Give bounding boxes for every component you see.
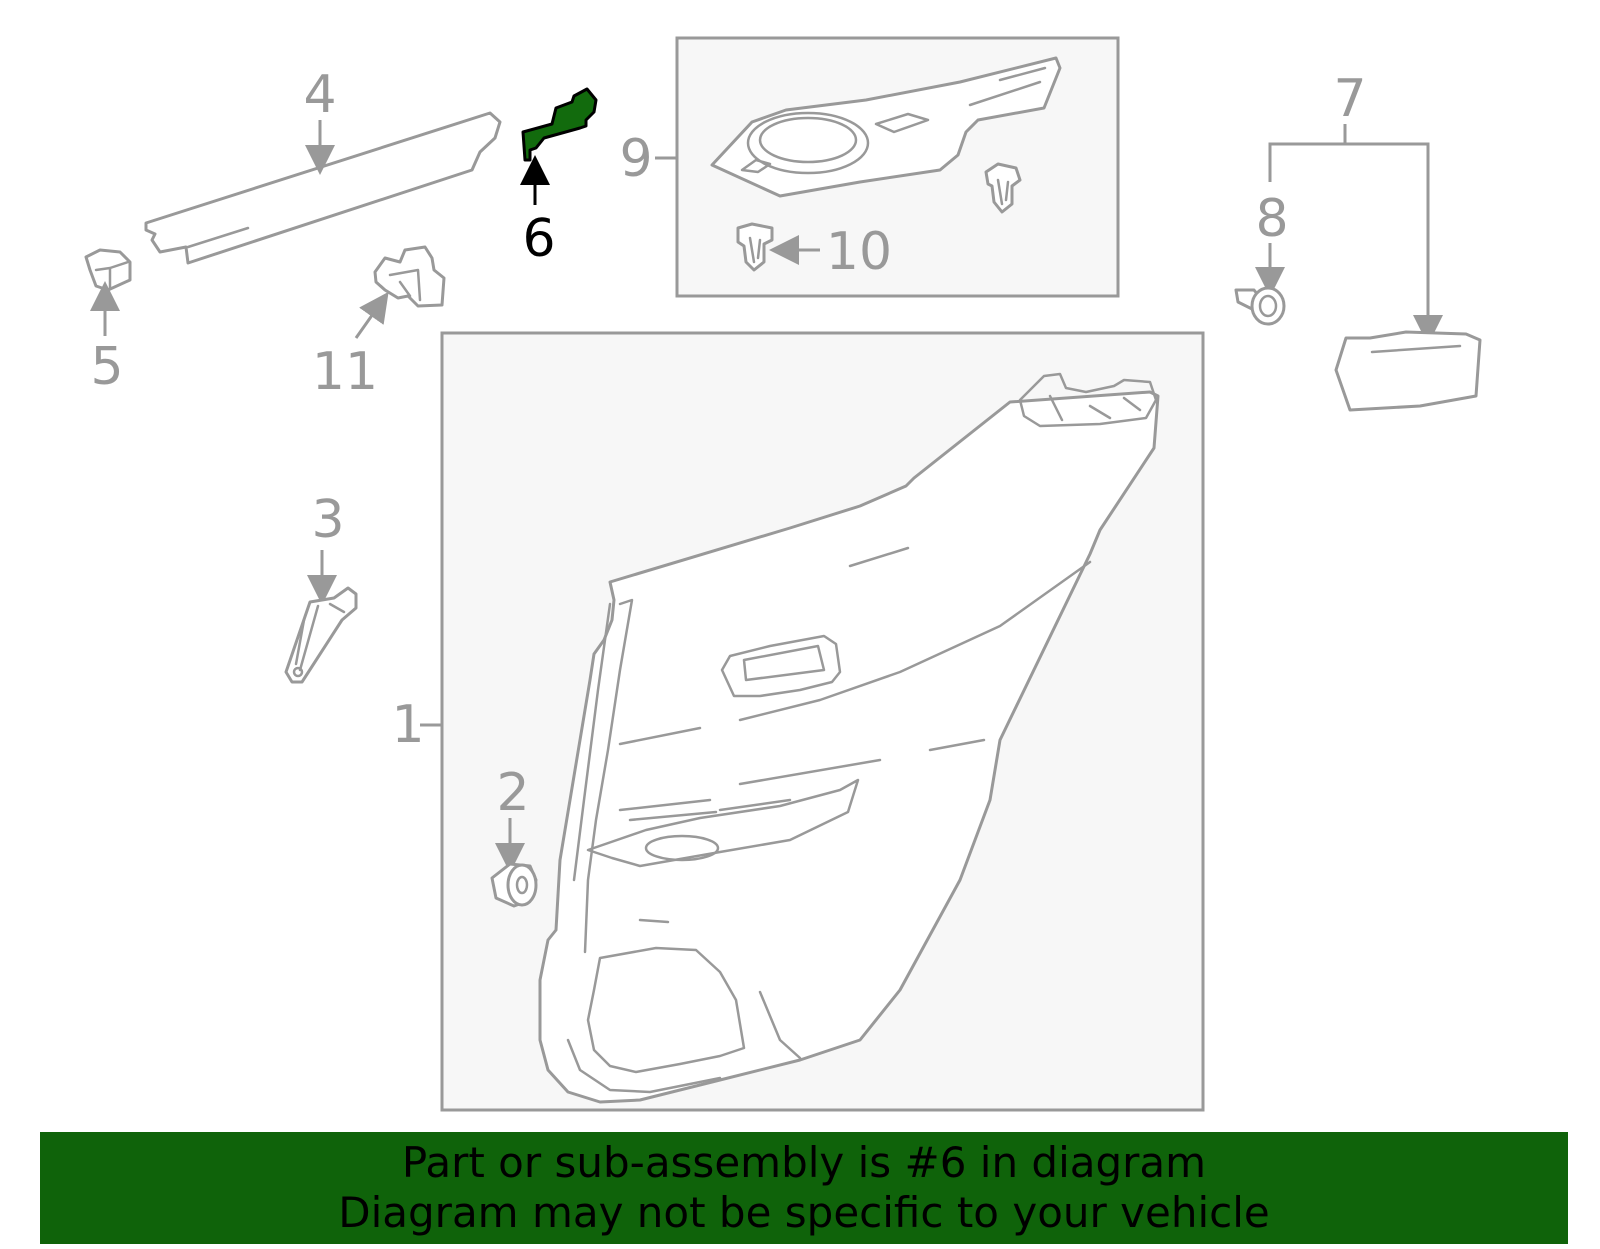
leader-11 [354,291,389,339]
part-9-armrest-panel[interactable] [710,56,1062,198]
banner-line-2: Diagram may not be specific to your vehi… [338,1188,1270,1237]
info-banner: Part or sub-assembly is #6 in diagram Di… [40,1132,1568,1244]
part-1-door-panel[interactable] [538,372,1160,1104]
part-5-clip[interactable] [84,248,132,292]
part-6-bracket-highlighted[interactable] [521,87,598,162]
label-5: 5 [90,337,123,397]
banner-line-1: Part or sub-assembly is #6 in diagram [401,1138,1207,1187]
label-3: 3 [311,490,344,550]
leader-7 [1268,124,1428,330]
part-11-bracket[interactable] [373,245,446,308]
label-8: 8 [1255,189,1288,249]
part-3-bracket[interactable] [284,586,358,684]
part-10-clip[interactable] [736,222,774,272]
label-10: 10 [826,222,892,282]
part-7-cover[interactable] [1334,330,1482,412]
part-2-grommet[interactable] [490,862,538,908]
part-4-trim-strip[interactable] [144,111,502,265]
label-7: 7 [1333,69,1366,129]
label-4: 4 [303,65,336,125]
part-8-push-clip[interactable] [1234,286,1286,326]
label-1: 1 [391,695,424,755]
label-2: 2 [496,763,529,823]
label-11: 11 [312,342,378,402]
part-10-clip-second[interactable] [984,162,1022,214]
label-9: 9 [619,129,652,189]
label-6: 6 [522,209,555,269]
